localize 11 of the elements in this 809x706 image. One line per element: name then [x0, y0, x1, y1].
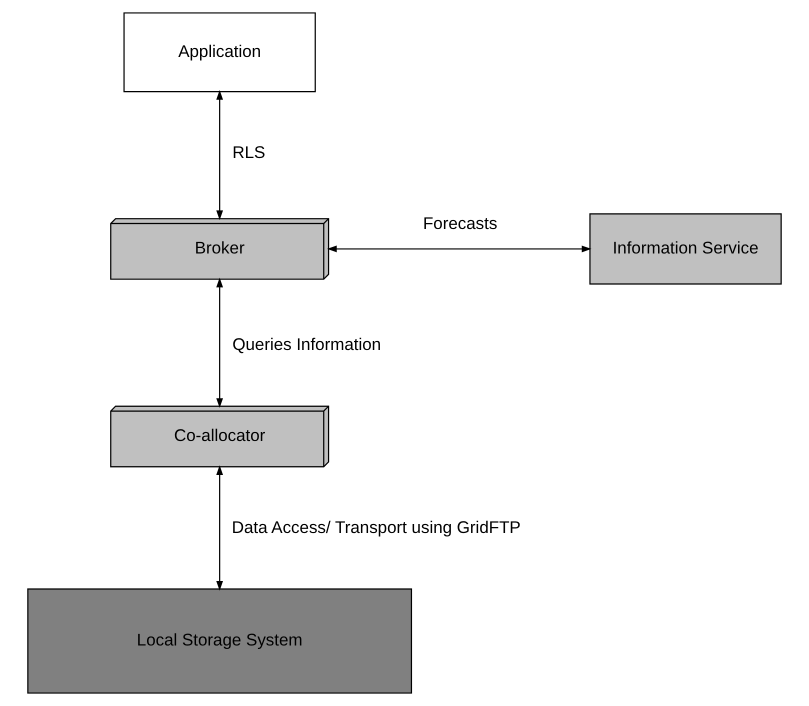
node-box: Information Service: [589, 213, 782, 285]
edge-label: Forecasts: [422, 214, 498, 234]
arrow: [327, 246, 592, 252]
arrow: [216, 90, 224, 220]
edge-label: Queries Information: [232, 335, 382, 354]
edge-label: RLS: [232, 142, 266, 162]
arrow: [216, 465, 224, 591]
edge-label: Data Access/ Transport using GridFTP: [232, 518, 521, 537]
node-box: Local Storage System: [27, 588, 412, 694]
node-box: Application: [123, 12, 316, 92]
arrow: [216, 278, 224, 408]
